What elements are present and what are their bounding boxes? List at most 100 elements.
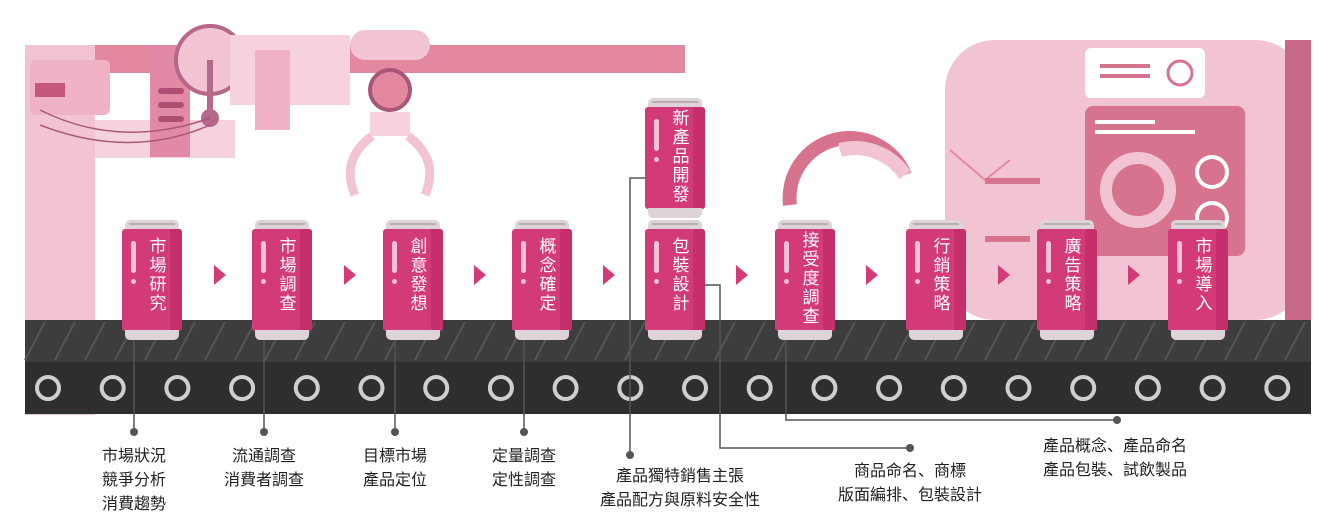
belt-stripe [864, 321, 886, 361]
leader-dot [260, 428, 268, 436]
leader-dot [130, 428, 138, 436]
flow-arrow-icon [866, 265, 878, 285]
belt-stripe [84, 321, 106, 361]
belt-stripe [984, 321, 1006, 361]
stage-can-marketing-strategy: 行銷策略 [906, 220, 966, 340]
stage-label: 概念確定 [539, 237, 557, 314]
column-slot [158, 116, 184, 122]
stage-can-concept-confirmation: 概念確定 [512, 220, 572, 340]
panel-line [1095, 130, 1195, 134]
stage-label: 創意發想 [410, 237, 428, 314]
panel-dial [1195, 155, 1229, 189]
flow-arrow-icon [1128, 265, 1140, 285]
leader-dot [391, 428, 399, 436]
belt-stripe [354, 321, 376, 361]
conveyor-base [25, 362, 1311, 414]
panel-line [1095, 120, 1155, 124]
roller-icon [811, 375, 838, 401]
belt-stripe [474, 321, 496, 361]
machine-screen [1085, 48, 1205, 98]
belt-stripe [1014, 321, 1036, 361]
belt-stripe [1104, 321, 1126, 361]
belt-stripe [204, 321, 226, 361]
note-market-survey: 流通調查 消費者調查 [223, 446, 304, 489]
gripper-claw-left [345, 132, 375, 197]
belt-stripe [1254, 321, 1276, 361]
belt-stripe [54, 321, 76, 361]
flow-arrow-icon [603, 265, 615, 285]
roller-icon [99, 375, 126, 401]
roller-icon [164, 375, 191, 401]
belt-stripe [1284, 321, 1306, 361]
stage-can-market-survey: 市場調查 [252, 220, 312, 340]
right-machine-edge [1285, 40, 1311, 320]
roller-icon [1005, 375, 1032, 401]
leader-dot [1113, 416, 1121, 424]
belt-stripe [954, 321, 976, 361]
stage-can-market-launch: 市場導入 [1168, 220, 1228, 340]
leader-dots [130, 416, 1121, 459]
bar-graphic [985, 236, 1030, 242]
note-new-product-development: 產品獨特銷售主張 產品配方與原料安全性 [599, 466, 760, 509]
screen-line [1100, 74, 1150, 78]
flow-arrow-icon [344, 265, 356, 285]
stage-label: 市場導入 [1195, 237, 1213, 314]
bar-graphic [985, 178, 1040, 184]
leader-dot [906, 444, 914, 452]
note-acceptance-survey: 產品概念、產品命名 產品包裝、試飲製品 [1042, 436, 1187, 479]
conveyor-rollers [35, 375, 1291, 401]
cable [39, 124, 211, 144]
roller-icon [876, 375, 903, 401]
stage-label: 行銷策略 [933, 237, 951, 314]
cable [39, 109, 211, 133]
belt-stripe [174, 321, 196, 361]
stage-can-advertising-strategy: 廣告策略 [1037, 220, 1097, 340]
control-panel [30, 60, 110, 115]
stage-can-new-product-development: 新產品開發 [645, 98, 705, 218]
note-idea-generation: 目標市場 產品定位 [362, 446, 427, 489]
roller-icon [1070, 375, 1097, 401]
belt-stripe [564, 321, 586, 361]
note-market-research: 市場狀況 競爭分析 消費趨勢 [101, 446, 166, 513]
flow-arrow-icon [736, 265, 748, 285]
roller-icon [746, 375, 773, 401]
flow-arrow-icon [474, 265, 486, 285]
screen-dial [1166, 59, 1194, 87]
gauge-arc-light [838, 141, 911, 180]
belt-stripe [594, 321, 616, 361]
leader-line [785, 330, 1117, 421]
roller-icon [682, 375, 708, 401]
stage-label: 廣告策略 [1064, 237, 1082, 314]
leader-line [693, 284, 910, 449]
stage-label: 包裝設計 [672, 237, 690, 314]
belt-stripe [1134, 321, 1156, 361]
stage-can-market-research: 市場研究 [122, 220, 182, 340]
note-packaging-design: 商品命名、商標 版面編排、包裝設計 [837, 461, 982, 504]
belt-stripe [24, 321, 46, 361]
flow-arrow-icon [214, 265, 226, 285]
belt-stripe [834, 321, 856, 361]
belt-stripe [744, 321, 766, 361]
panel-gauge [1100, 152, 1176, 228]
stage-label: 新產品開發 [672, 109, 690, 205]
rail-block [255, 50, 290, 130]
stage-label: 接受度調查 [802, 231, 820, 327]
roller-icon [552, 375, 579, 401]
gripper-body [370, 112, 410, 136]
roller-icon [358, 375, 385, 401]
gripper-joint [368, 68, 412, 112]
leader-dot [520, 428, 528, 436]
stage-can-packaging-design: 包裝設計 [645, 220, 705, 340]
column-slot [158, 102, 184, 108]
roller-icon [423, 375, 450, 401]
screen-line [1100, 64, 1150, 68]
flow-arrow-icon [998, 265, 1010, 285]
belt-stripe [714, 321, 736, 361]
roller-icon [1134, 375, 1161, 401]
belt-stripe [324, 321, 346, 361]
gripper-claw-right [405, 132, 435, 197]
panel-light [35, 83, 65, 97]
leader-dot [626, 451, 634, 459]
belt-stripe [1224, 321, 1246, 361]
